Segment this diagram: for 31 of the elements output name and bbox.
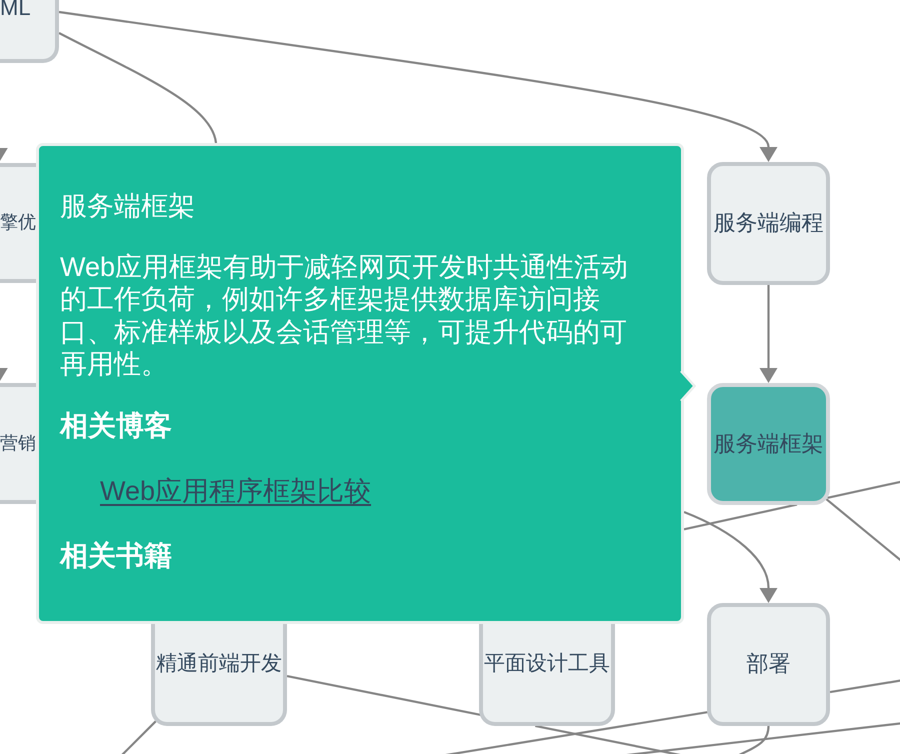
connector-line <box>120 720 156 754</box>
topic-node <box>707 603 830 726</box>
arrow <box>684 510 778 603</box>
connector-line <box>58 32 218 144</box>
connector-line <box>682 480 900 530</box>
topic-node <box>0 163 36 283</box>
topic-node <box>0 383 36 504</box>
section-heading: 相关博客 <box>60 410 172 442</box>
highlighted-topic-node <box>707 383 830 505</box>
node-label: 精通前端开发 <box>156 651 282 676</box>
node-label: 平面设计工具 <box>484 651 610 676</box>
tooltip-card <box>36 143 684 624</box>
node-label: 部署 <box>746 651 790 678</box>
topic-node <box>151 624 287 726</box>
section-heading: 相关书籍 <box>60 540 172 572</box>
arrow <box>0 368 8 383</box>
topic-node <box>479 624 615 726</box>
node-label: 擎优 <box>0 212 36 234</box>
node-label: 服务端框架 <box>714 430 824 458</box>
node-label: ML <box>0 0 31 16</box>
topic-node <box>0 0 59 63</box>
node-label: 服务端编程 <box>714 210 824 237</box>
tooltip-title: 服务端框架 <box>60 190 195 222</box>
blog-link: Web应用程序框架比较 <box>100 475 372 507</box>
arrow <box>0 148 8 163</box>
arrow <box>58 10 778 162</box>
description-text: Web应用框架有助于减轻网页开发时共通性活动的工作负荷，例如许多框架提供数据库访问接口、标准样板以及会话管理等，可提升代码的可再用性。 <box>60 251 630 380</box>
node-label: 营销 <box>0 432 36 454</box>
topic-node <box>707 162 830 285</box>
connector-line <box>826 498 900 564</box>
arrow <box>760 285 778 383</box>
